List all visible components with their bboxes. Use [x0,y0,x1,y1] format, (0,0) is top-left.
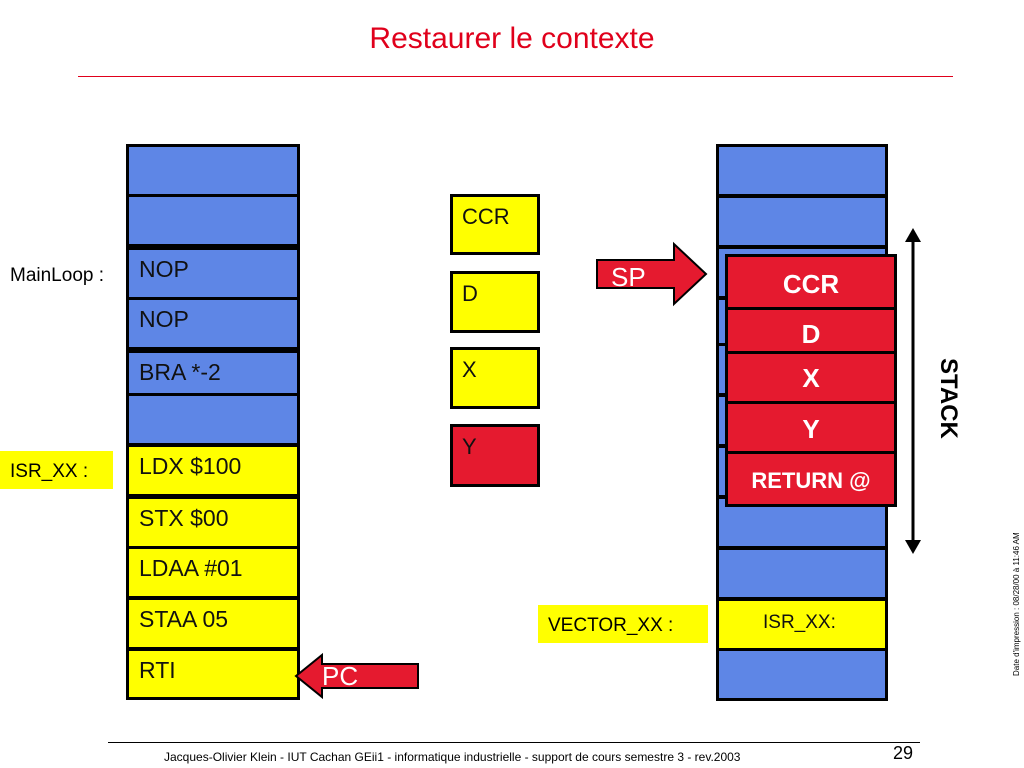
memory-cell-6 [126,393,300,446]
register-x: X [450,347,540,409]
register-y: Y [450,424,540,487]
stack-cell-2 [716,195,888,248]
stack-frame-d: D [725,307,897,355]
stack-frame-y: Y [725,401,897,454]
stack-frame-ccr: CCR [725,254,897,310]
mainloop-label: MainLoop : [10,265,105,286]
page-number: 29 [893,743,914,763]
stack-cell-1 [716,144,888,197]
stack-frame-return-address: RETURN @ [725,451,897,507]
memory-cell-ldaa: LDAA #01 [126,546,300,599]
title-divider [78,76,953,77]
memory-cell-mainloop-nop: NOP [126,247,300,300]
stack-extent-arrow-icon [905,228,921,554]
memory-cell-ldx: LDX $100 [126,444,300,497]
isr-label: ISR_XX : [0,451,113,489]
stack-cell-11 [716,648,888,701]
stack-cell-9 [716,547,888,600]
slide-title: Restaurer le contexte [369,22,655,55]
print-date-note: Date d'impression : 08/28/00 à 11:46 AM [1012,532,1021,676]
pc-arrow-icon [294,652,419,700]
memory-cell-stx: STX $00 [126,496,300,549]
memory-cell-bra: BRA *-2 [126,350,300,396]
register-ccr: CCR [450,194,540,255]
vector-label: VECTOR_XX : [538,605,708,643]
memory-cell-staa: STAA 05 [126,597,300,650]
sp-arrow-icon [596,241,708,307]
footer-divider [108,742,920,743]
stack-frame-x: X [725,351,897,404]
stack-label: STACK [935,358,962,439]
sp-label: SP [611,262,646,292]
register-d: D [450,271,540,333]
memory-cell-rti: RTI [126,648,300,700]
memory-cell-nop: NOP [126,297,300,350]
vector-cell: ISR_XX: [716,598,888,651]
memory-cell-2 [126,194,300,247]
pc-label: PC [322,661,359,691]
footer-text: Jacques-Olivier Klein - IUT Cachan GEii1… [164,750,741,764]
memory-cell-1 [126,144,300,197]
